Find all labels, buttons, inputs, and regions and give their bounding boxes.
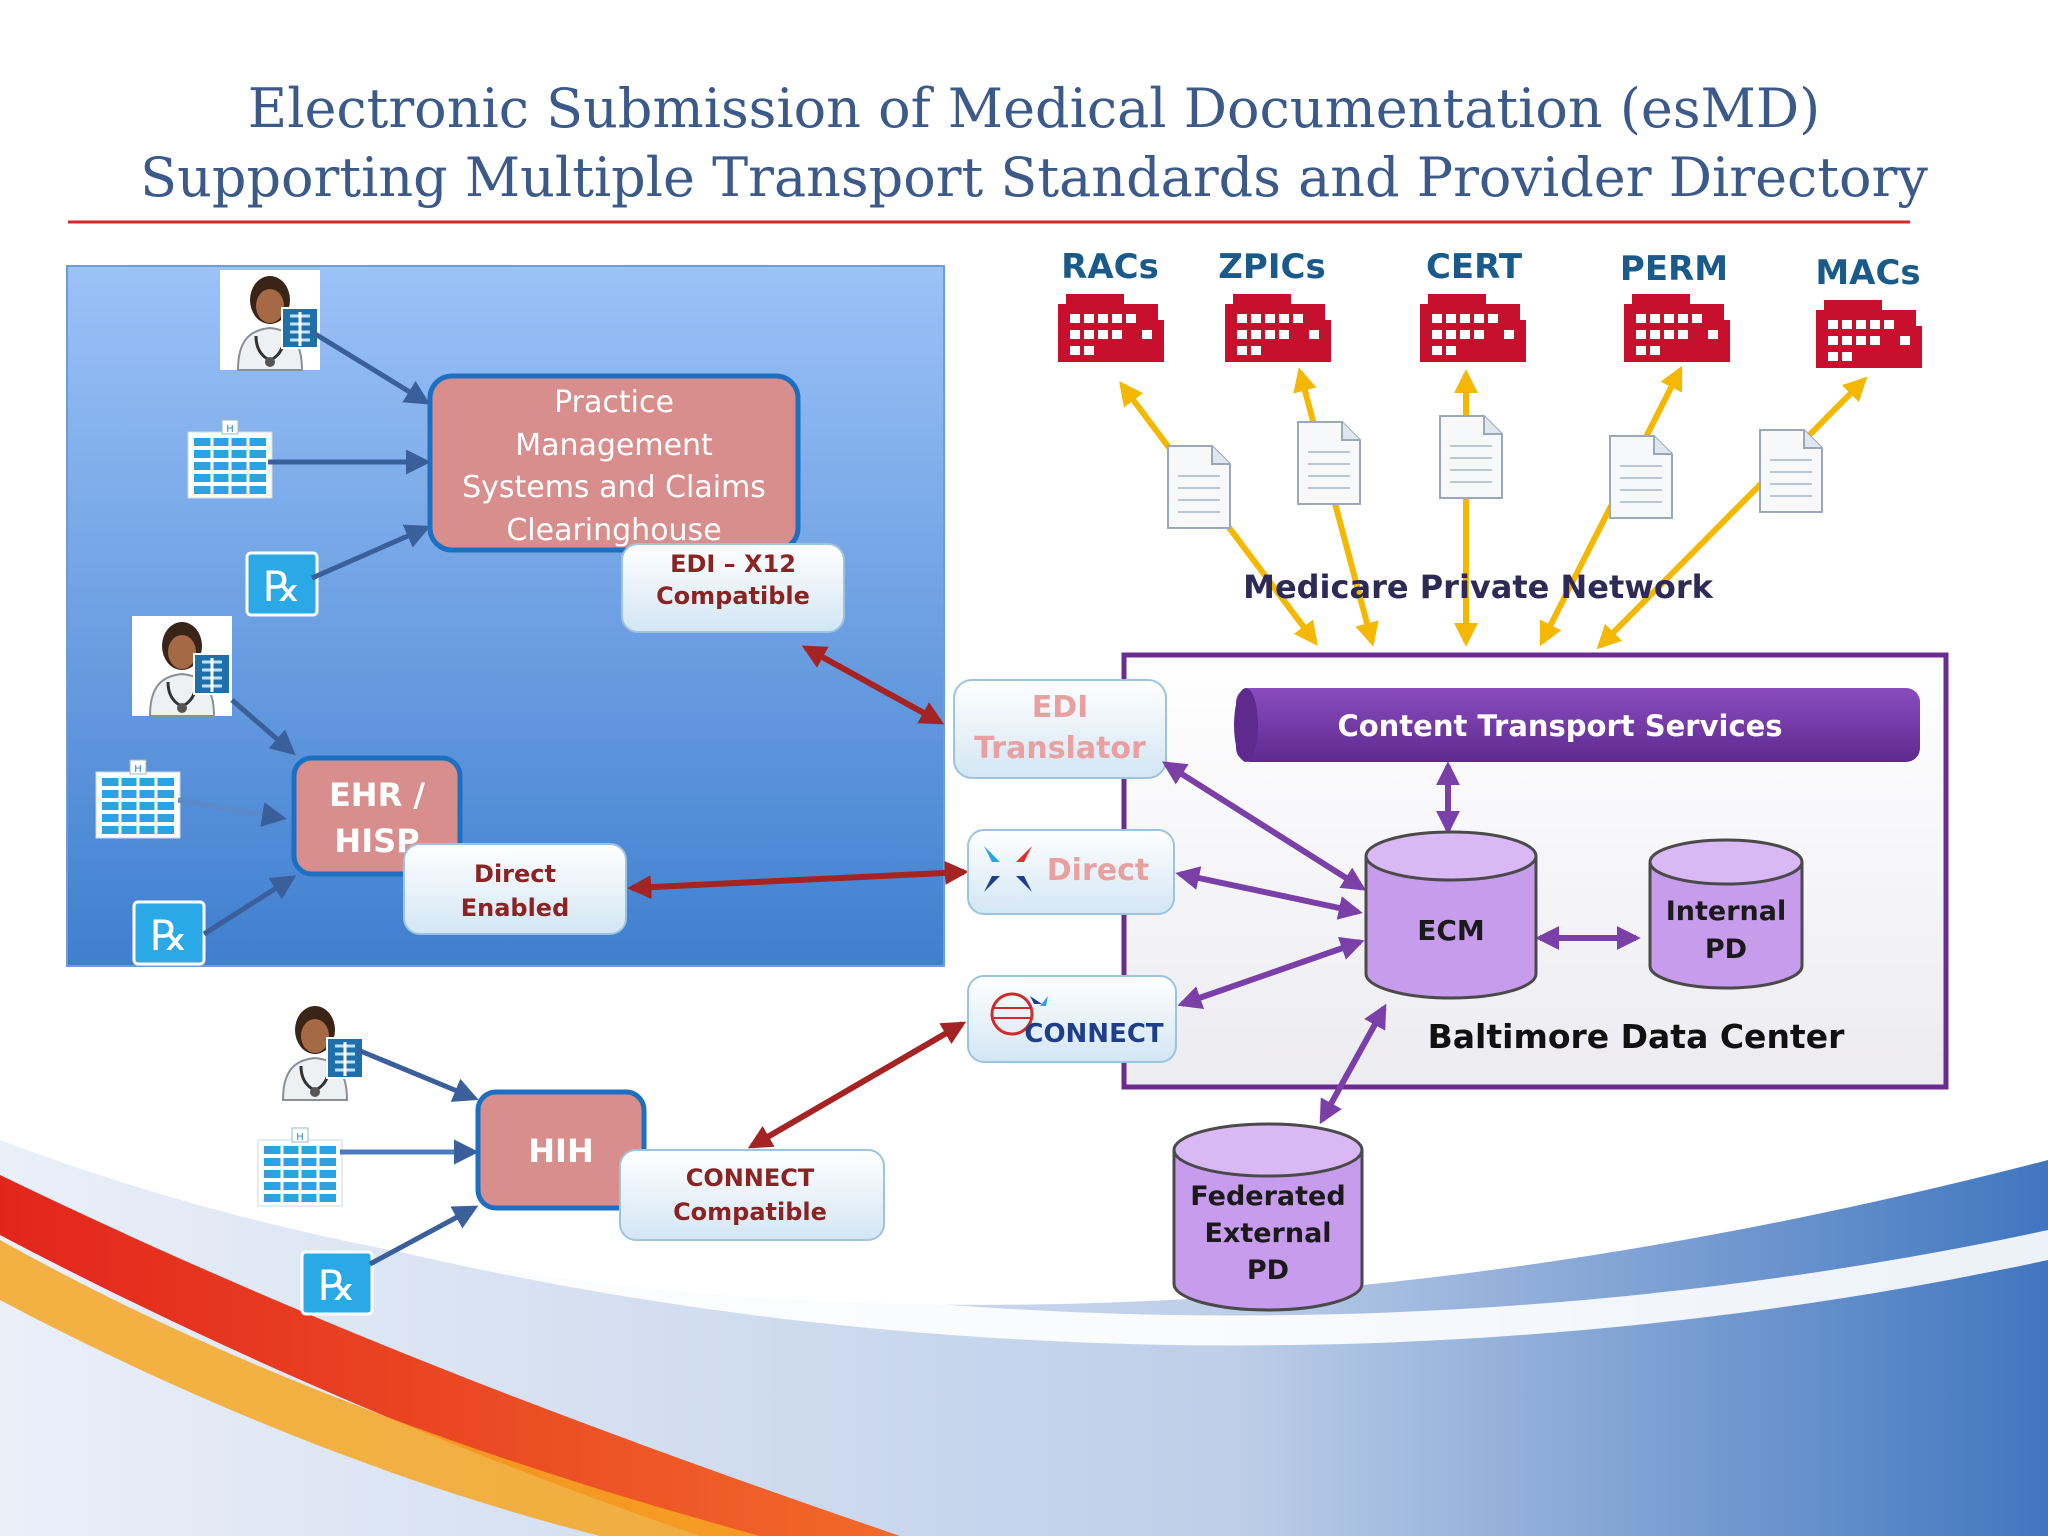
svg-text:EDI: EDI	[1032, 690, 1089, 725]
internal-arrows	[1161, 761, 1641, 1125]
agency-perm: PERM	[1620, 249, 1730, 362]
document-icon	[1439, 415, 1503, 499]
agency-label-macs: MACs	[1815, 253, 1920, 293]
direct-enabled-box: Direct Enabled	[403, 843, 627, 935]
svg-text:Clearinghouse: Clearinghouse	[506, 513, 721, 548]
agency-macs: MACs	[1815, 253, 1922, 368]
building-icon	[1816, 300, 1922, 368]
federated-pd-cylinder: Federated External PD	[1172, 1122, 1364, 1312]
connect-compatible-box: CONNECT Compatible	[619, 1149, 885, 1241]
document-icon	[1167, 445, 1231, 529]
svg-text:Systems and Claims: Systems and Claims	[462, 470, 766, 505]
svg-text:External: External	[1204, 1218, 1331, 1249]
svg-text:Compatible: Compatible	[656, 582, 810, 610]
agency-label-perm: PERM	[1620, 249, 1728, 289]
document-icon	[1297, 421, 1361, 505]
agency-cert: CERT	[1420, 247, 1526, 362]
transport-arrows	[627, 645, 969, 1149]
title-line-2: Supporting Multiple Transport Standards …	[140, 146, 1928, 209]
edi-x12-box: EDI – X12 Compatible	[621, 543, 845, 633]
agency-label-cert: CERT	[1426, 247, 1523, 287]
data-center-label: Baltimore Data Center	[1428, 1017, 1845, 1056]
svg-text:Content Transport Services: Content Transport Services	[1337, 709, 1782, 743]
rx-icon	[132, 900, 206, 966]
document-icon	[1609, 435, 1673, 519]
svg-text:Compatible: Compatible	[673, 1198, 827, 1226]
ecm-cylinder: ECM	[1364, 830, 1538, 1000]
svg-text:Translator: Translator	[974, 731, 1146, 766]
svg-text:Direct: Direct	[474, 860, 556, 888]
doctor-icon	[263, 998, 367, 1102]
svg-text:PD: PD	[1247, 1255, 1289, 1286]
svg-text:HIH: HIH	[528, 1132, 593, 1170]
svg-text:EDI – X12: EDI – X12	[670, 550, 796, 578]
doctor-icon	[218, 268, 322, 372]
svg-text:ECM: ECM	[1417, 914, 1485, 947]
direct-logo-icon	[984, 846, 1032, 892]
svg-text:Internal: Internal	[1666, 896, 1787, 927]
building-icon	[1225, 294, 1331, 362]
background-swoosh	[0, 1100, 2048, 1536]
svg-text:Enabled: Enabled	[461, 894, 570, 922]
agency-label-racs: RACs	[1061, 247, 1159, 287]
svg-text:PD: PD	[1705, 934, 1747, 965]
practice-management-box: Practice Management Systems and Claims C…	[427, 373, 801, 553]
building-icon	[1058, 294, 1164, 362]
svg-text:Management: Management	[515, 428, 713, 463]
building-icon	[1420, 294, 1526, 362]
agency-racs: RACs	[1058, 247, 1164, 362]
hospital-icon	[186, 418, 274, 500]
network-label: Medicare Private Network	[1243, 568, 1714, 606]
provider-arrows	[177, 329, 479, 1267]
edi-translator-box: EDI Translator	[953, 679, 1167, 779]
svg-text:CONNECT: CONNECT	[686, 1164, 815, 1192]
connect-logo-icon	[990, 992, 1048, 1036]
content-transport-bar: Content Transport Services	[1234, 688, 1920, 762]
hospital-icon	[256, 1126, 344, 1208]
svg-text:Direct: Direct	[1047, 853, 1149, 888]
doctor-icon	[130, 614, 234, 718]
svg-text:EHR /: EHR /	[329, 776, 425, 814]
hospital-icon	[94, 758, 182, 840]
connect-gateway-box: CONNECT	[967, 975, 1177, 1063]
svg-text:CONNECT: CONNECT	[1024, 1019, 1164, 1049]
building-icon	[1624, 294, 1730, 362]
direct-gateway-box: Direct	[967, 829, 1175, 915]
svg-text:Federated: Federated	[1190, 1181, 1345, 1212]
title-line-1: Electronic Submission of Medical Documen…	[248, 77, 1820, 140]
agency-zpics: ZPICs	[1218, 247, 1331, 362]
document-icon	[1759, 429, 1823, 513]
internal-pd-cylinder: Internal PD	[1648, 838, 1804, 990]
rx-icon	[245, 551, 319, 617]
svg-text:Practice: Practice	[554, 385, 674, 420]
rx-icon	[300, 1250, 374, 1316]
agency-label-zpics: ZPICs	[1218, 247, 1325, 287]
